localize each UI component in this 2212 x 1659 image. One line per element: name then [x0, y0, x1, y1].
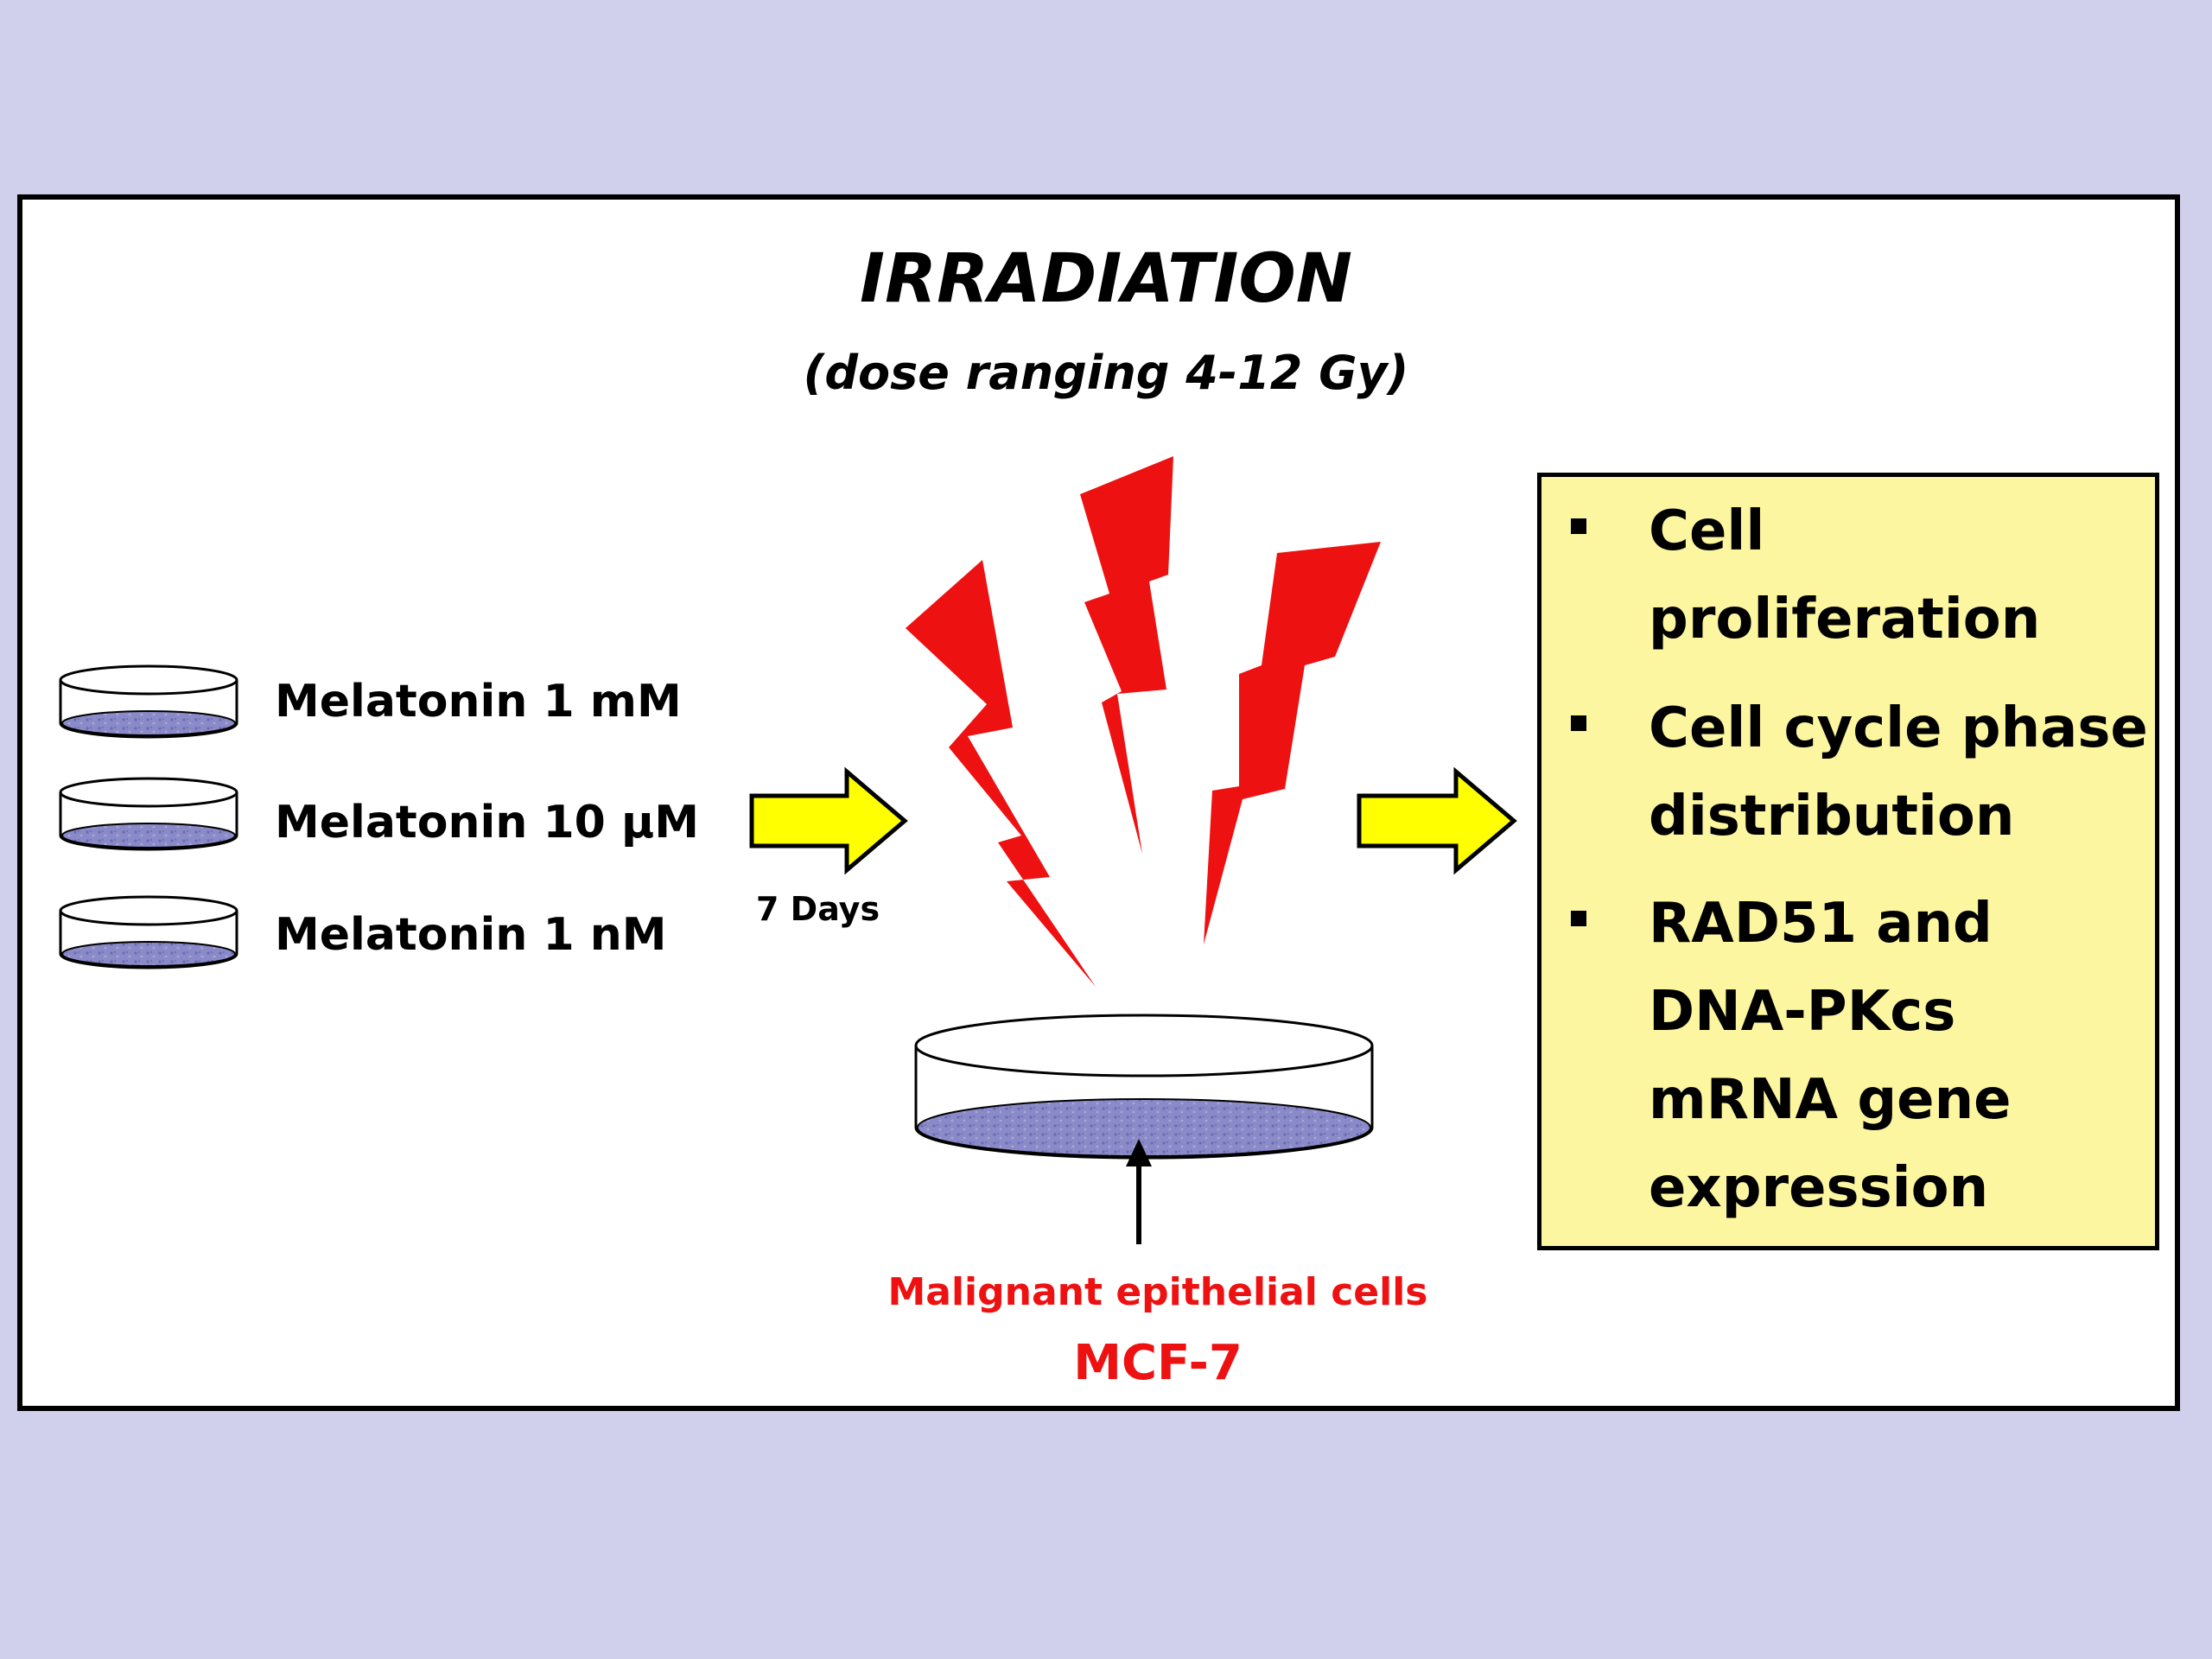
petri-dish-2-icon: [59, 777, 238, 851]
cells-pointer-arrow-icon: [1126, 1139, 1152, 1244]
results-arrow-icon: [1357, 766, 1517, 875]
lightning-bolt-left-icon: [906, 560, 1096, 987]
petri-dish-1-icon: [59, 664, 238, 739]
outcome-text: Cell proliferation: [1649, 499, 2041, 652]
outcomes-box: Cell proliferation Cell cycle phase dist…: [1537, 473, 2159, 1250]
mcf7-petri-dish-icon: [914, 1014, 1374, 1160]
cell-line-label: MCF-7: [1073, 1335, 1243, 1391]
duration-label: 7 Days: [756, 890, 880, 928]
petri-dish-3-icon: [59, 895, 238, 969]
process-arrow-icon: [749, 766, 908, 875]
square-bullet-icon: [1571, 911, 1586, 926]
cell-type-label: Malignant epithelial cells: [887, 1270, 1428, 1314]
diagram-title: IRRADIATION: [860, 240, 1352, 318]
treatment-label-3: Melatonin 1 nM: [275, 909, 667, 961]
square-bullet-icon: [1571, 518, 1586, 534]
treatment-label-1: Melatonin 1 mM: [275, 676, 682, 728]
outcome-text: Cell cycle phase distribution: [1649, 696, 2148, 849]
lightning-bolt-middle-icon: [1080, 456, 1173, 854]
outcome-text: RAD51 and DNA-PKcs mRNA gene expression: [1649, 892, 2012, 1220]
square-bullet-icon: [1571, 715, 1586, 731]
treatment-label-2: Melatonin 10 µM: [275, 797, 699, 849]
lightning-bolt-right-icon: [1204, 542, 1381, 944]
diagram-subtitle: (dose ranging 4-12 Gy): [803, 346, 1409, 400]
